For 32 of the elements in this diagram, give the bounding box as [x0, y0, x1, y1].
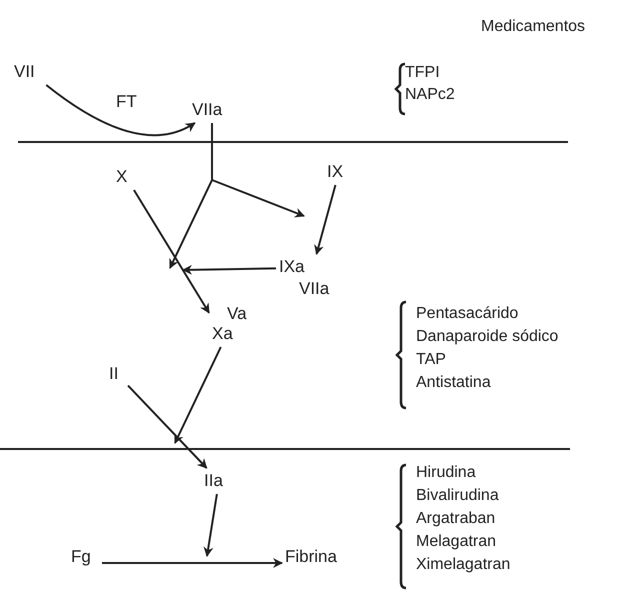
factor-label: Fibrina — [285, 547, 337, 567]
factor-label: Va — [227, 304, 247, 324]
drug-name: Argatraban — [416, 509, 496, 528]
drug-name: Ximelagatran — [416, 555, 510, 574]
drug-name: Danaparoide sódico — [416, 327, 558, 346]
arrow — [127, 384, 208, 469]
factor-label: VIIa — [299, 279, 330, 299]
drug-name: TFPI — [405, 63, 440, 82]
factor-label: IX — [327, 162, 344, 182]
arrow — [133, 189, 210, 314]
factor-label: Xa — [212, 324, 233, 344]
arrow — [314, 184, 336, 255]
factor-label: X — [116, 167, 128, 187]
drug-name: Melagatran — [416, 532, 496, 551]
arrow — [102, 558, 283, 568]
arrow — [182, 264, 276, 275]
factor-label: Fg — [71, 547, 91, 567]
column-heading: Medicamentos — [481, 17, 586, 36]
drug-name: TAP — [416, 350, 446, 369]
arrow — [174, 346, 222, 444]
drug-name: NAPc2 — [405, 85, 455, 104]
drug-name: Hirudina — [416, 463, 476, 482]
factor-label: IIa — [204, 471, 223, 491]
factor-label: II — [109, 364, 118, 384]
factor-label: VII — [14, 62, 35, 82]
arrow — [203, 494, 218, 557]
factor-label: VIIa — [192, 100, 222, 120]
drug-name: Bivalirudina — [416, 486, 499, 505]
drug-name: Pentasacárido — [416, 304, 518, 323]
drug-name: Antistatina — [416, 373, 491, 392]
arrow — [46, 84, 196, 136]
factor-label: IXa — [279, 257, 305, 277]
